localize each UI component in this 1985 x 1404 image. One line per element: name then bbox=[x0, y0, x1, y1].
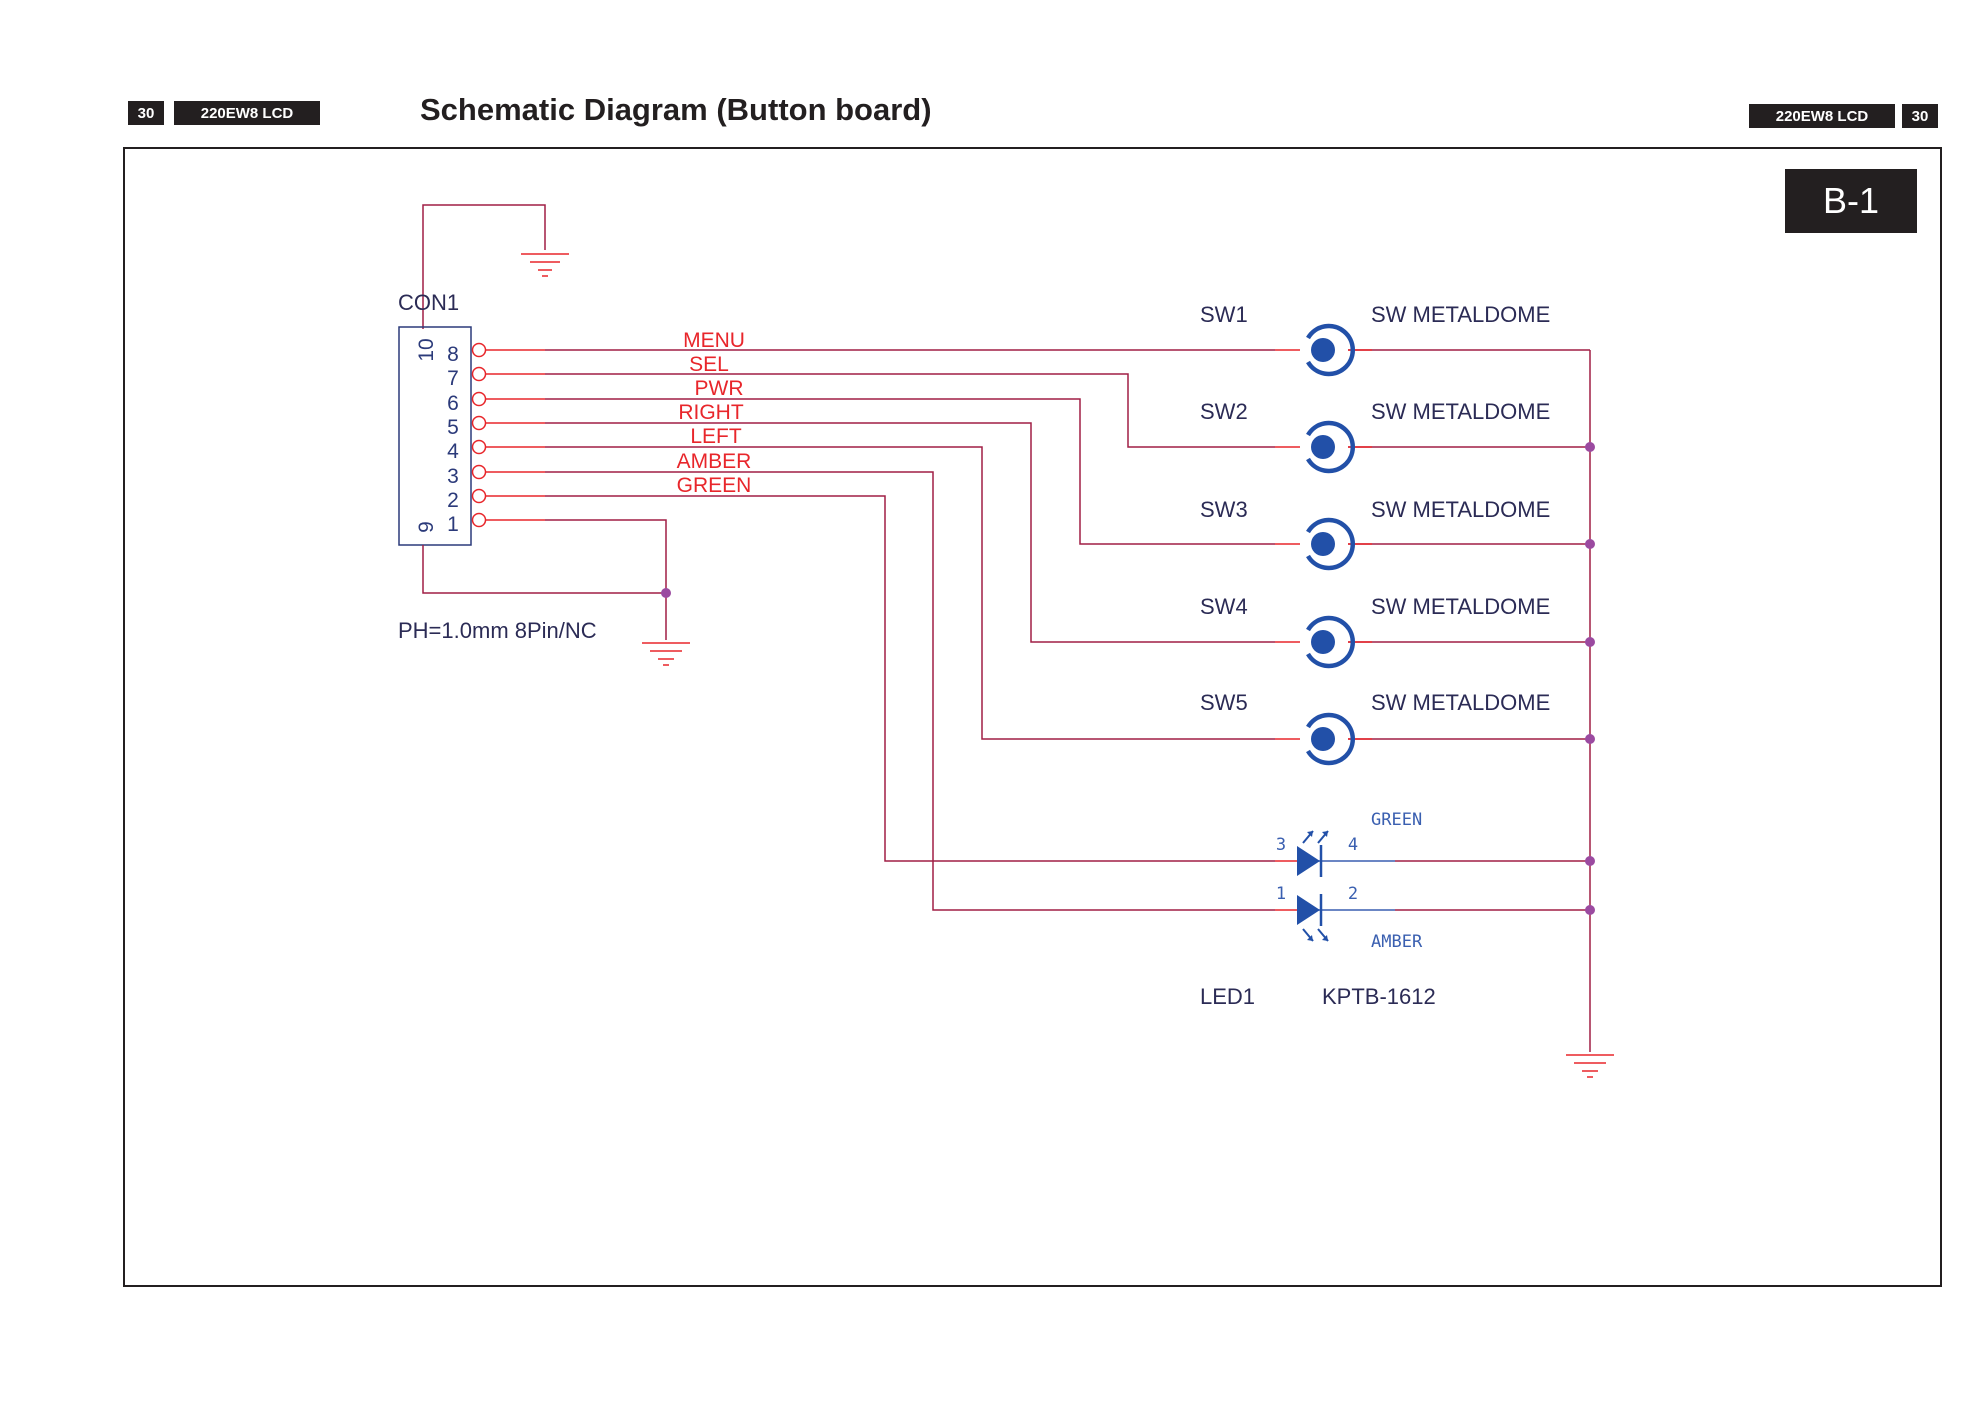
net-label-pwr: PWR bbox=[695, 377, 744, 400]
led-green-label: GREEN bbox=[1371, 810, 1422, 830]
net-labels: MENU SEL PWR RIGHT LEFT AMBER GREEN bbox=[677, 329, 752, 497]
model-label-left: 220EW8 LCD bbox=[174, 101, 320, 125]
led-green-pin: 4 bbox=[1348, 835, 1358, 855]
connector-ground-top bbox=[422, 204, 569, 329]
switch-dome-icon bbox=[1306, 615, 1355, 669]
connector-body bbox=[398, 326, 472, 546]
switch-type: SW METALDOME bbox=[1371, 594, 1550, 619]
net-label-menu: MENU bbox=[683, 329, 745, 352]
net-label-right: RIGHT bbox=[678, 401, 744, 424]
led-part-number: KPTB-1612 bbox=[1322, 984, 1436, 1009]
switch-sw3: SW3 SW METALDOME bbox=[1200, 497, 1550, 571]
switch-ref: SW1 bbox=[1200, 302, 1248, 327]
junction-dot bbox=[1585, 539, 1595, 549]
net-label-amber: AMBER bbox=[677, 450, 752, 473]
switch-ref: SW5 bbox=[1200, 690, 1248, 715]
connector-pin-number: 8 bbox=[447, 343, 459, 366]
net-label-sel: SEL bbox=[689, 353, 729, 376]
diagram-frame bbox=[123, 147, 1942, 1287]
wire-green bbox=[545, 495, 1275, 862]
led-amber-label: AMBER bbox=[1371, 932, 1423, 952]
switch-ref: SW3 bbox=[1200, 497, 1248, 522]
led-led1: 3 4 GREEN 1 2 AMBER LED1 KPTB-1612 bbox=[1200, 810, 1436, 1009]
connector-mount-pin-bottom: 9 bbox=[415, 521, 438, 533]
switch-dome-icon bbox=[1306, 712, 1355, 766]
connector-pin-number: 7 bbox=[447, 367, 459, 390]
switch-dome-icon bbox=[1306, 420, 1355, 474]
junction-dot bbox=[1585, 856, 1595, 866]
diode-green-icon bbox=[1297, 846, 1320, 876]
junction-dot bbox=[1585, 442, 1595, 452]
wire-sel bbox=[545, 373, 1275, 448]
connector-mount-pin-top: 10 bbox=[415, 338, 438, 361]
switch-type: SW METALDOME bbox=[1371, 302, 1550, 327]
wire-amber bbox=[545, 471, 1275, 911]
switch-sw5: SW5 SW METALDOME bbox=[1200, 690, 1550, 766]
net-label-left: LEFT bbox=[690, 425, 742, 448]
connector-pin-number: 5 bbox=[447, 416, 459, 439]
page-number-left: 30 bbox=[128, 101, 164, 125]
switch-sw2: SW2 SW METALDOME bbox=[1200, 399, 1550, 474]
ground-symbol-bus bbox=[1566, 1054, 1614, 1078]
switch-ref: SW2 bbox=[1200, 399, 1248, 424]
connector-pin-stubs bbox=[471, 342, 545, 528]
switch-dome-icon bbox=[1306, 323, 1355, 377]
wire-right bbox=[545, 422, 1275, 643]
junction-dot bbox=[1585, 637, 1595, 647]
switch-sw4: SW4 SW METALDOME bbox=[1200, 594, 1550, 669]
switch-sw1: SW1 SW METALDOME bbox=[1200, 302, 1550, 377]
connector-description: PH=1.0mm 8Pin/NC bbox=[398, 618, 597, 643]
switch-dome-icon bbox=[1306, 517, 1355, 571]
wire-left bbox=[545, 446, 1275, 740]
ground-symbol-connector bbox=[642, 642, 690, 666]
switch-type: SW METALDOME bbox=[1371, 399, 1550, 424]
net-label-green: GREEN bbox=[677, 474, 752, 497]
model-label-right: 220EW8 LCD bbox=[1749, 104, 1895, 128]
connector-pin-number: 3 bbox=[447, 465, 459, 488]
junction-dots bbox=[661, 442, 1595, 915]
connector-pin-number: 4 bbox=[447, 440, 459, 463]
led-amber-pin: 1 bbox=[1276, 884, 1286, 904]
connector-con1: CON1 10 9 8 7 6 5 4 3 2 1 PH=1.0mm 8Pin/… bbox=[398, 290, 597, 643]
junction-dot bbox=[1585, 734, 1595, 744]
connector-ref: CON1 bbox=[398, 290, 459, 315]
page-number-right: 30 bbox=[1902, 104, 1938, 128]
wires bbox=[422, 349, 1591, 1052]
led-amber-pin: 2 bbox=[1348, 884, 1358, 904]
wire-mount-ground bbox=[422, 545, 666, 594]
page-title: Schematic Diagram (Button board) bbox=[420, 92, 932, 127]
connector-pin-number: 2 bbox=[447, 489, 459, 512]
led-green-pin: 3 bbox=[1276, 835, 1286, 855]
led-ref: LED1 bbox=[1200, 984, 1255, 1009]
junction-dot bbox=[661, 588, 671, 598]
junction-dot bbox=[1585, 905, 1595, 915]
connector-pin-number: 1 bbox=[447, 513, 459, 536]
switch-type: SW METALDOME bbox=[1371, 690, 1550, 715]
wire-pwr bbox=[545, 398, 1275, 545]
connector-pin-number: 6 bbox=[447, 392, 459, 415]
diode-amber-icon bbox=[1297, 895, 1320, 925]
wire-pin1-ground bbox=[545, 519, 667, 640]
sheet-code-badge: B-1 bbox=[1785, 169, 1917, 233]
switch-ref: SW4 bbox=[1200, 594, 1248, 619]
switch-type: SW METALDOME bbox=[1371, 497, 1550, 522]
